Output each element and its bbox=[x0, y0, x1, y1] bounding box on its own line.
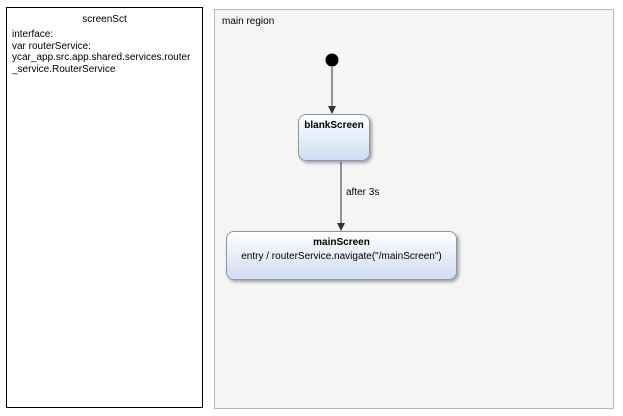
state-name-blank-screen: blankScreen bbox=[304, 120, 364, 131]
initial-state-dot[interactable] bbox=[325, 53, 339, 67]
definition-section-text[interactable]: interface: var routerService: ycar_app.s… bbox=[12, 29, 191, 75]
state-name-main-screen: mainScreen bbox=[313, 237, 370, 248]
state-blank-screen[interactable]: blankScreen bbox=[298, 114, 370, 161]
definition-section-panel[interactable]: screenSct interface: var routerService: … bbox=[6, 7, 203, 408]
main-region[interactable]: main region bbox=[214, 9, 614, 409]
state-main-screen[interactable]: mainScreen entry / routerService.navigat… bbox=[226, 231, 457, 280]
statechart-name: screenSct bbox=[82, 14, 127, 25]
state-entry-action: entry / routerService.navigate("/mainScr… bbox=[241, 251, 442, 262]
transition-label-after-3s[interactable]: after 3s bbox=[346, 187, 380, 198]
region-title: main region bbox=[222, 16, 275, 27]
